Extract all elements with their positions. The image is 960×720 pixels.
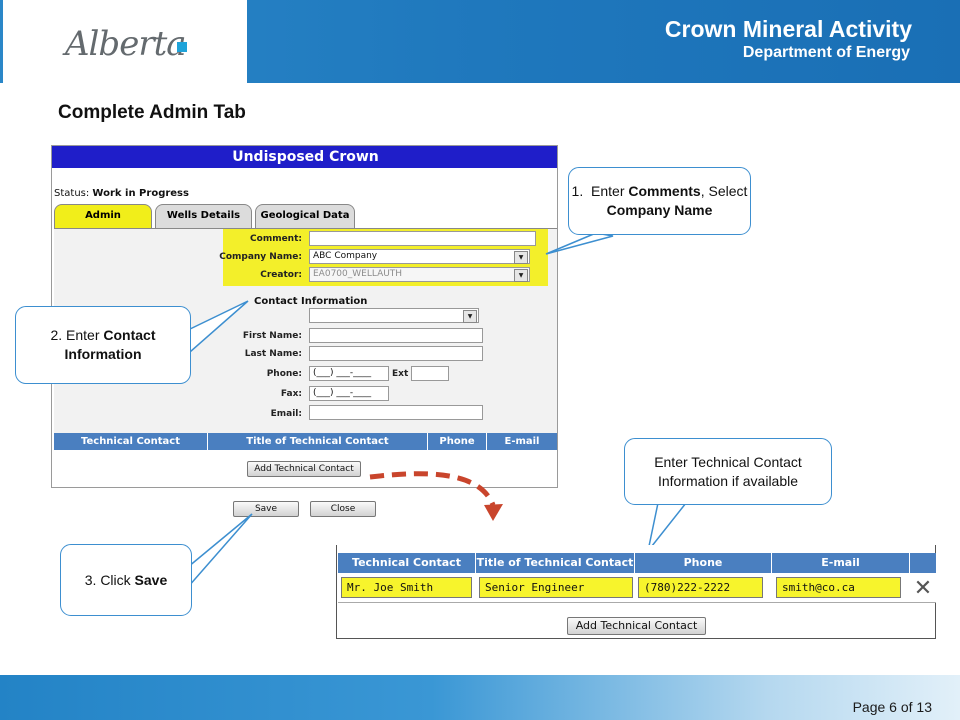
logo-square-icon xyxy=(177,42,187,52)
first-name-label: First Name: xyxy=(242,331,302,341)
slide-title: Complete Admin Tab xyxy=(58,102,246,123)
tech-contact-example: Technical Contact Title of Technical Con… xyxy=(336,545,936,639)
col-technical-contact: Technical Contact xyxy=(54,433,208,450)
status-label: Status: xyxy=(54,188,90,199)
callout-3-text: 3. Click Save xyxy=(85,571,168,590)
callout-1-bold-2: Company Name xyxy=(606,202,713,218)
form-title-bar: Undisposed Crown xyxy=(52,146,557,168)
company-name-select[interactable]: ABC Company xyxy=(309,249,530,264)
example-col-phone: Phone xyxy=(635,553,772,573)
tech-contact-table-header: Technical Contact Title of Technical Con… xyxy=(54,433,557,450)
callout-1: 1. Enter Comments, Select Company Name xyxy=(568,167,751,235)
ext-field[interactable] xyxy=(411,366,449,381)
logo-area: Alberta xyxy=(3,0,247,83)
comment-field[interactable] xyxy=(309,231,536,246)
contact-select[interactable] xyxy=(309,308,479,323)
example-col-technical-contact: Technical Contact xyxy=(338,553,476,573)
header-subtitle: Department of Energy xyxy=(742,44,910,61)
col-phone: Phone xyxy=(428,433,487,450)
header-banner: Alberta Crown Mineral Activity Departmen… xyxy=(0,0,960,83)
alberta-logo: Alberta xyxy=(65,24,186,64)
tab-geological-data[interactable]: Geological Data xyxy=(255,204,355,228)
callout-1-bold-1: Comments xyxy=(628,183,701,199)
comment-label: Comment: xyxy=(250,234,302,244)
ext-label: Ext xyxy=(392,369,409,379)
col-email: E-mail xyxy=(504,436,540,447)
example-email-field[interactable]: smith@co.ca xyxy=(776,577,901,598)
creator-select[interactable]: EA0700_WELLAUTH xyxy=(309,267,530,282)
phone-field[interactable]: (___) ___-____ xyxy=(309,366,389,381)
page-number: Page 6 of 13 xyxy=(852,699,932,715)
dashed-arrow xyxy=(369,471,496,507)
header-title: Crown Mineral Activity xyxy=(664,16,912,42)
pointer-3 xyxy=(187,513,253,589)
close-button[interactable]: Close xyxy=(310,501,376,517)
callout-1-pre: Enter xyxy=(591,183,629,199)
first-name-field[interactable] xyxy=(309,328,483,343)
delete-row-icon[interactable]: ✕ xyxy=(913,575,933,600)
pointer-1 xyxy=(545,232,614,255)
arrow-head-icon xyxy=(484,504,503,521)
example-col-action xyxy=(910,553,936,573)
example-phone-field[interactable]: (780)222-2222 xyxy=(638,577,763,598)
callout-1-mid: , Select xyxy=(700,183,748,199)
tab-admin[interactable]: Admin xyxy=(54,204,152,228)
footer-band xyxy=(0,675,960,720)
col-title-technical-contact: Title of Technical Contact xyxy=(208,433,428,450)
callout-1-number: 1. xyxy=(571,183,584,199)
example-title-field[interactable]: Senior Engineer xyxy=(479,577,633,598)
status-value: Work in Progress xyxy=(92,188,189,199)
example-col-title: Title of Technical Contact xyxy=(476,553,635,573)
example-table-header: Technical Contact Title of Technical Con… xyxy=(338,553,936,573)
pointer-4 xyxy=(647,502,688,552)
callout-2: 2. Enter Contact Information xyxy=(15,306,191,384)
save-button[interactable]: Save xyxy=(233,501,299,517)
company-name-label: Company Name: xyxy=(219,252,302,262)
example-name-field[interactable]: Mr. Joe Smith xyxy=(341,577,472,598)
example-col-email: E-mail xyxy=(772,553,910,573)
email-label: Email: xyxy=(270,409,302,419)
last-name-label: Last Name: xyxy=(244,349,302,359)
fax-field[interactable]: (___) ___-____ xyxy=(309,386,389,401)
status-line: Status: Work in Progress xyxy=(54,188,189,199)
callout-4: Enter Technical Contact Information if a… xyxy=(624,438,832,505)
creator-label: Creator: xyxy=(260,270,302,280)
callout-2-bold: Contact Information xyxy=(64,327,156,362)
callout-3: 3. Click Save xyxy=(60,544,192,616)
pointer-2 xyxy=(187,300,249,354)
callout-3-bold: Save xyxy=(134,571,168,588)
email-field[interactable] xyxy=(309,405,483,420)
callout-1-text: 1. Enter Comments, Select Company Name xyxy=(569,182,750,220)
fax-label: Fax: xyxy=(280,389,302,399)
example-add-technical-contact-button[interactable]: Add Technical Contact xyxy=(567,617,706,635)
tab-wells-details[interactable]: Wells Details xyxy=(155,204,252,228)
callout-2-text: 2. Enter Contact Information xyxy=(16,326,190,364)
phone-label: Phone: xyxy=(266,369,302,379)
example-table-row: Mr. Joe Smith Senior Engineer (780)222-2… xyxy=(338,573,936,603)
contact-info-heading: Contact Information xyxy=(254,296,368,307)
callout-2-pre: 2. Enter xyxy=(50,327,104,343)
last-name-field[interactable] xyxy=(309,346,483,361)
add-technical-contact-button[interactable]: Add Technical Contact xyxy=(247,461,361,477)
callout-3-pre: 3. Click xyxy=(84,571,135,588)
